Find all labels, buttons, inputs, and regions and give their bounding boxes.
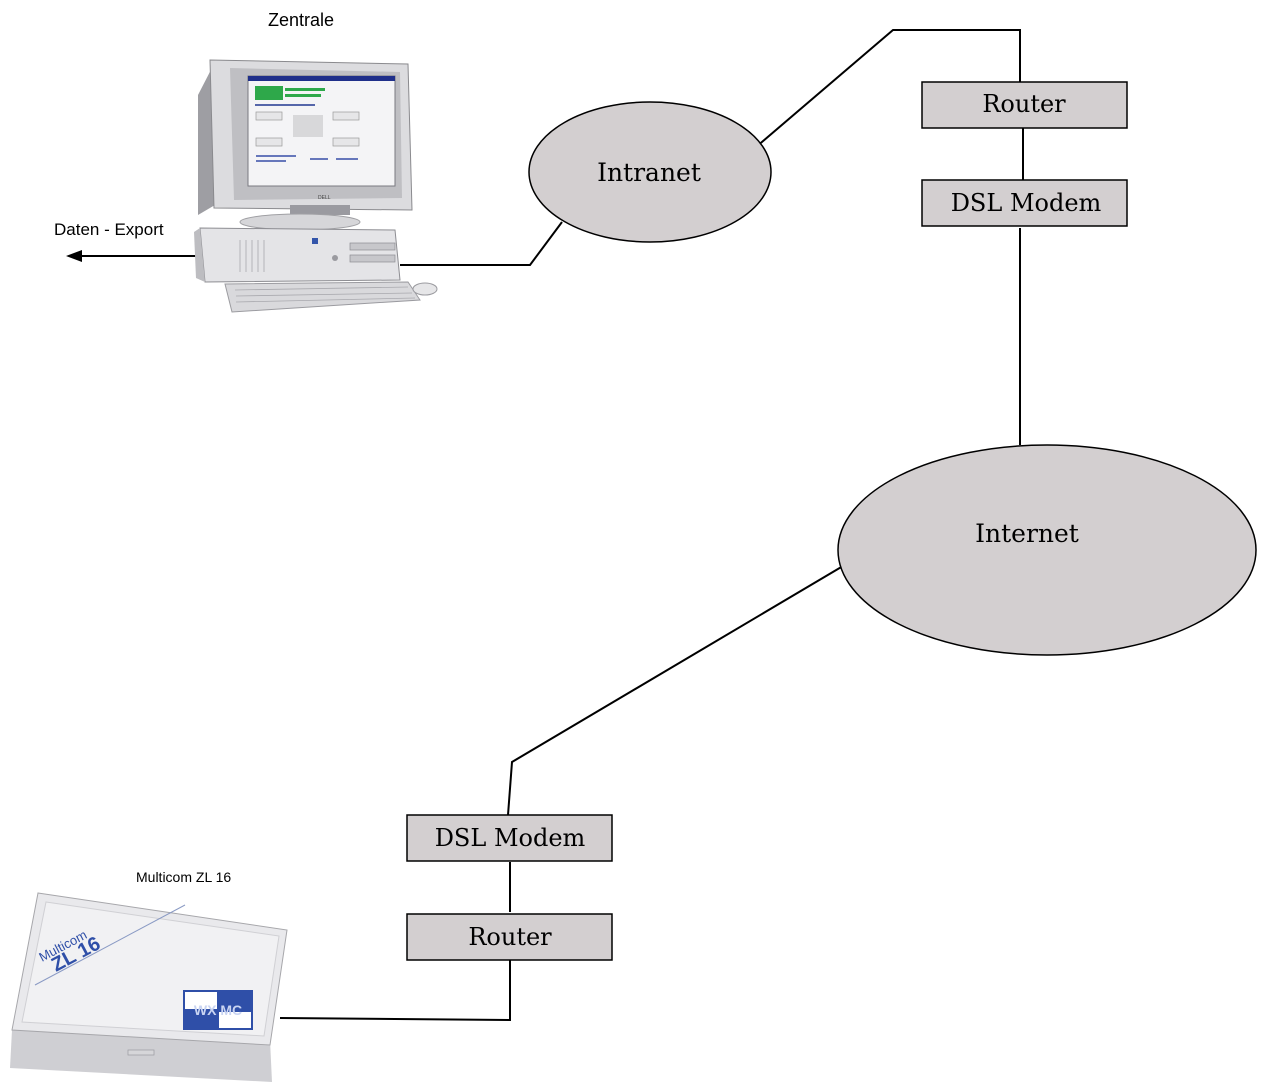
- device-logo-text: WX MC: [194, 1002, 242, 1018]
- wire-internet-modem-bottom: [507, 565, 844, 816]
- modem-bottom-label: DSL Modem: [435, 824, 586, 852]
- wire-router-device: [279, 960, 511, 1022]
- connections: [66, 29, 1024, 1022]
- multicom-device-icon: Multicom ZL 16 WX MC: [10, 892, 288, 1082]
- router-bottom-label: Router: [468, 923, 552, 951]
- modem-bottom-node: DSL Modem: [406, 814, 613, 862]
- modem-top-label: DSL Modem: [951, 189, 1102, 217]
- export-label: Daten - Export: [54, 220, 164, 239]
- device-label: Multicom ZL 16: [136, 869, 231, 885]
- internet-node: Internet: [837, 444, 1257, 656]
- router-top-label: Router: [982, 90, 1066, 118]
- intranet-label: Intranet: [597, 158, 701, 187]
- wire-intranet-router: [734, 29, 1021, 166]
- intranet-node: Intranet: [528, 101, 772, 243]
- router-bottom-node: Router: [406, 913, 613, 961]
- internet-label: Internet: [975, 519, 1079, 548]
- export-arrow-head: [66, 250, 82, 262]
- wire-pc-intranet: [400, 221, 563, 266]
- modem-top-node: DSL Modem: [921, 179, 1128, 227]
- computer-icon: DELL: [194, 59, 438, 313]
- device-logo: WX MC: [183, 990, 253, 1030]
- central-label: Zentrale: [268, 10, 334, 30]
- monitor-screen: [247, 75, 396, 187]
- router-top-node: Router: [921, 81, 1128, 129]
- monitor-brand: DELL: [318, 195, 331, 201]
